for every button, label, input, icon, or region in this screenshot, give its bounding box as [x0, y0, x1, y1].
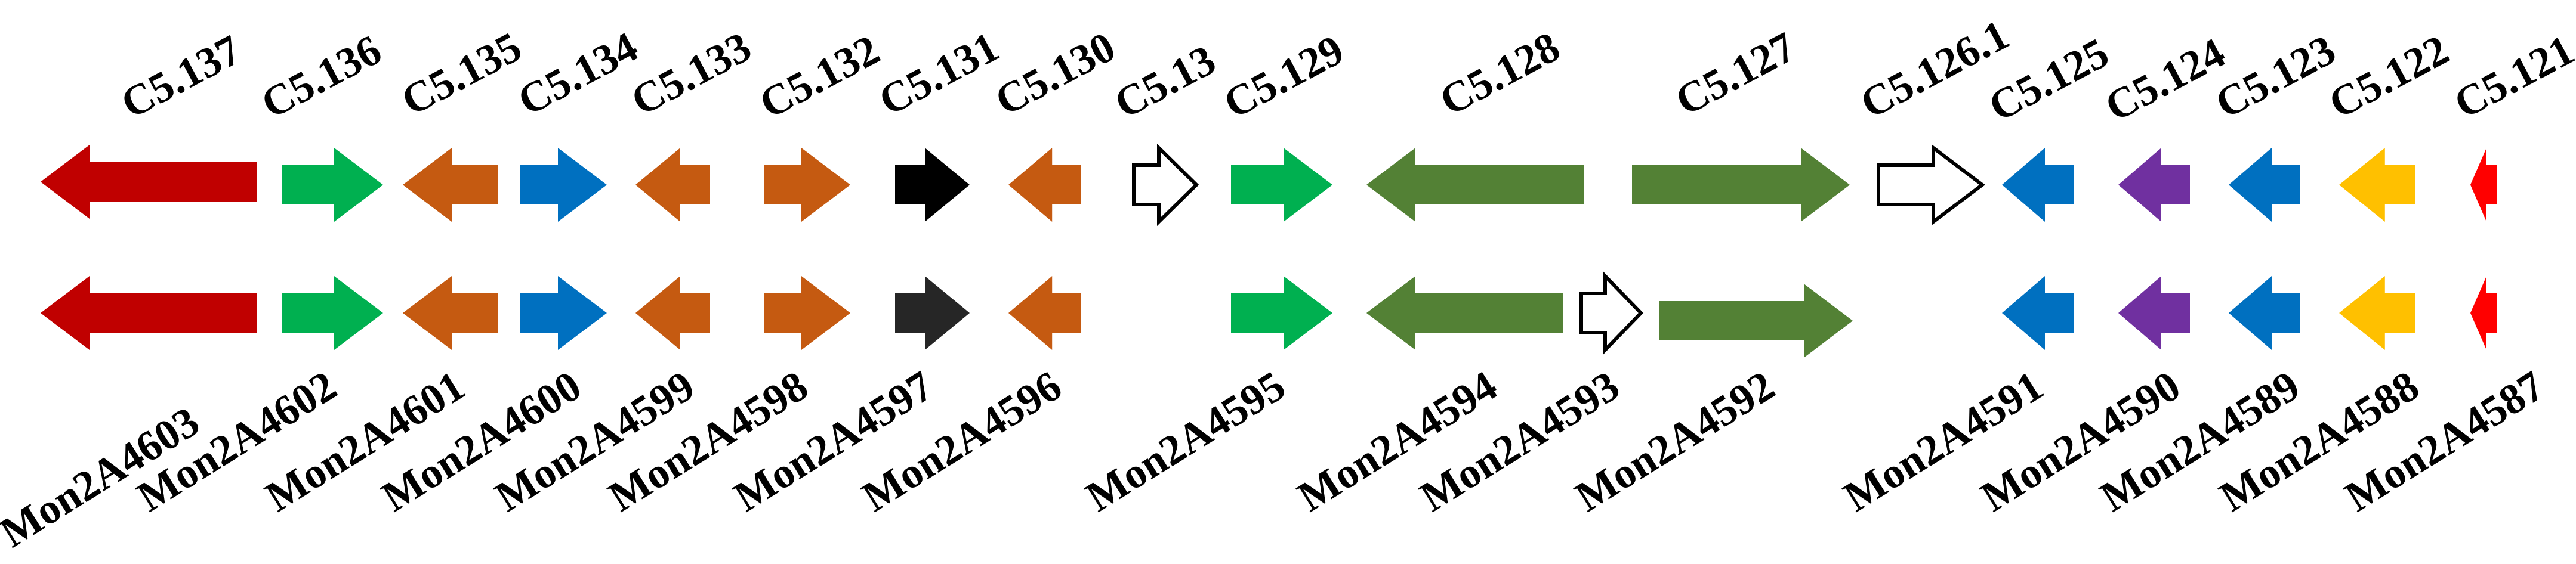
top-row-gene-label: C5.129	[1216, 26, 1352, 128]
bottom-row-gene-arrow	[1008, 276, 1081, 350]
bottom-row-gene-arrow	[1366, 276, 1563, 350]
top-row-gene-arrow	[2002, 148, 2074, 222]
bottom-row-labels: Mon2A4603Mon2A4602Mon2A4601Mon2A4600Mon2…	[0, 361, 2552, 556]
top-row-gene-arrow	[1132, 143, 1199, 227]
bottom-row-gene-label: Mon2A4595	[1078, 361, 1293, 520]
top-row-gene-arrow	[635, 148, 710, 222]
top-row-gene-arrow	[2339, 148, 2415, 222]
bottom-row-gene-arrow	[520, 276, 607, 350]
bottom-row-gene-arrow	[2229, 276, 2300, 350]
bottom-row-gene-arrow	[2002, 276, 2074, 350]
top-row-gene-label: C5.132	[752, 26, 887, 128]
top-row-gene-arrow	[1231, 148, 1332, 222]
bottom-row-gene-arrow	[2118, 276, 2190, 350]
top-row-arrows	[41, 143, 2497, 227]
top-row-gene-arrow	[1632, 148, 1850, 222]
top-row-gene-label: C5.124	[2097, 29, 2233, 131]
bottom-row-arrows	[41, 271, 2497, 358]
top-row-gene-arrow	[895, 148, 970, 222]
bottom-row-gene-arrow	[635, 276, 710, 350]
top-row-gene-arrow	[403, 148, 498, 222]
top-row-gene-label: C5.137	[113, 26, 249, 128]
top-row-gene-label: C5.134	[510, 23, 646, 125]
top-row-gene-arrow	[2229, 148, 2300, 222]
top-row-gene-arrow	[282, 148, 383, 222]
top-row-gene-arrow	[41, 145, 257, 219]
top-row-gene-label: C5.123	[2208, 26, 2343, 128]
top-row-gene-label: C5.126.1	[1853, 11, 2016, 128]
bottom-row-gene-arrow	[764, 276, 850, 350]
bottom-row-gene-arrow	[403, 276, 498, 350]
top-row-gene-arrow	[1008, 148, 1081, 222]
top-row-gene-label: C5.131	[871, 23, 1007, 125]
top-row-gene-arrow	[2118, 148, 2190, 222]
top-row-gene-arrow	[520, 148, 607, 222]
bottom-row-gene-arrow	[1579, 271, 1644, 355]
top-row-gene-arrow	[1877, 144, 1985, 226]
bottom-row-gene-arrow	[2339, 276, 2415, 350]
top-row-gene-label: C5.13	[1107, 36, 1223, 128]
bottom-row-gene-arrow	[895, 276, 970, 350]
bottom-row-gene-arrow	[1659, 284, 1853, 358]
top-row-gene-label: C5.133	[624, 23, 759, 125]
top-row-gene-arrow	[764, 148, 850, 222]
bottom-row-gene-arrow	[1231, 276, 1332, 350]
top-row-gene-label: C5.136	[254, 26, 389, 128]
bottom-row-gene-arrow	[41, 276, 257, 350]
top-row-gene-label: C5.130	[988, 23, 1123, 125]
top-row-gene-label: C5.127	[1668, 23, 1803, 125]
top-row-gene-arrow	[1366, 148, 1584, 222]
top-row-gene-arrow	[2470, 148, 2497, 222]
bottom-row-gene-arrow	[282, 276, 383, 350]
top-row-gene-label: C5.135	[394, 23, 529, 125]
top-row-gene-label: C5.121	[2447, 26, 2576, 128]
top-row-gene-label: C5.122	[2321, 26, 2457, 128]
top-row-gene-label: C5.128	[1432, 23, 1568, 125]
bottom-row-gene-arrow	[2470, 276, 2497, 350]
